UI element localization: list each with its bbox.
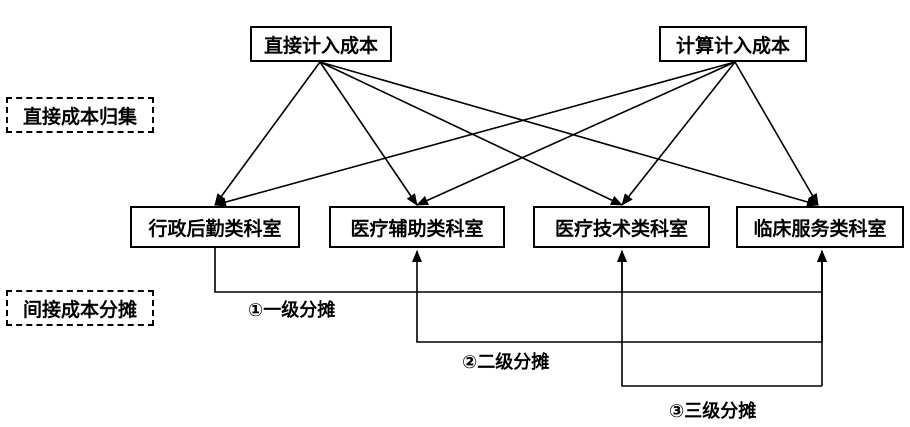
arrow-direct-to-aux [319, 61, 418, 206]
dept-medical-auxiliary: 医疗辅助类科室 [329, 206, 505, 248]
source-computed-cost: 计算计入成本 [659, 26, 807, 62]
dept-admin-logistics: 行政后勤类科室 [130, 206, 300, 248]
arrow-direct-to-admin [214, 61, 321, 206]
dept-medical-technology: 医疗技术类科室 [533, 206, 710, 248]
stage-label-direct-collection: 直接成本归集 [6, 97, 154, 133]
allocation-level-3-label: ③三级分摊 [669, 401, 757, 422]
allocation-path-level-3 [621, 342, 822, 387]
allocation-path-level-2 [416, 292, 822, 343]
allocation-level-2-label: ②二级分摊 [462, 352, 550, 373]
allocation-path-level-1 [214, 248, 822, 293]
dept-clinical-service: 临床服务类科室 [736, 206, 904, 248]
source-direct-cost: 直接计入成本 [250, 26, 392, 62]
allocation-level-1-label: ①一级分摊 [248, 300, 336, 321]
arrow-direct-to-tech [319, 61, 623, 206]
arrow-computed-to-clinical [734, 61, 819, 206]
arrow-computed-to-aux [416, 61, 736, 206]
stage-label-indirect-allocation: 间接成本分摊 [6, 290, 154, 326]
arrow-computed-to-admin [214, 61, 736, 207]
arrow-direct-to-clinical [319, 61, 819, 207]
arrow-computed-to-tech [621, 61, 736, 206]
